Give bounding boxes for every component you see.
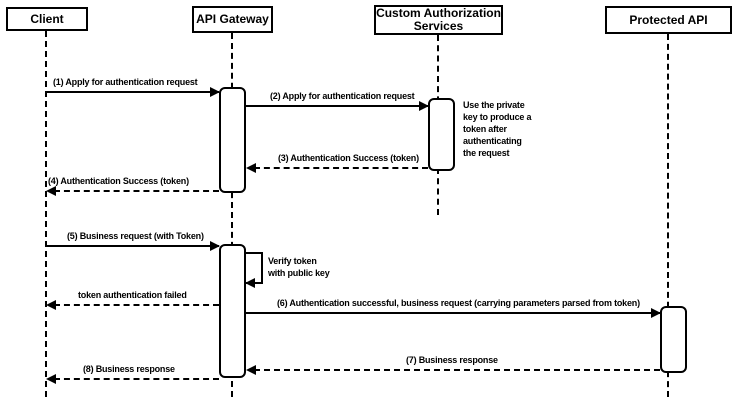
message-label: token authentication failed bbox=[78, 290, 187, 300]
lifeline-client bbox=[45, 31, 47, 397]
message-line bbox=[246, 312, 660, 314]
arrow-left-icon bbox=[246, 365, 256, 375]
message-line bbox=[54, 378, 219, 380]
arrow-left-icon bbox=[245, 278, 255, 288]
message-label: (2) Apply for authentication request bbox=[270, 91, 415, 101]
activation-protected-api bbox=[660, 306, 687, 373]
message-label: (4) Authentication Success (token) bbox=[48, 176, 189, 186]
message-label: (1) Apply for authentication request bbox=[53, 77, 198, 87]
activation-custom-authorization-services bbox=[428, 98, 455, 171]
message-label: Verify token with public key bbox=[268, 256, 330, 278]
message-line bbox=[54, 190, 219, 192]
arrow-left-icon bbox=[46, 186, 56, 196]
arrow-left-icon bbox=[246, 163, 256, 173]
message-label: (5) Business request (with Token) bbox=[67, 231, 204, 241]
note-private-key: Use the private key to produce a token a… bbox=[463, 100, 532, 158]
lifeline-protected-api bbox=[667, 34, 669, 397]
message-line bbox=[254, 167, 428, 169]
message-line bbox=[54, 304, 219, 306]
arrow-right-icon bbox=[651, 308, 661, 318]
message-line bbox=[254, 369, 660, 371]
message-label: (6) Authentication successful, business … bbox=[277, 298, 640, 308]
participant-custom-authorization-services: Custom Authorization Services bbox=[374, 5, 503, 35]
message-label: (7) Business response bbox=[406, 355, 498, 365]
arrow-left-icon bbox=[46, 374, 56, 384]
participant-protected-api: Protected API bbox=[605, 6, 732, 34]
message-label: (3) Authentication Success (token) bbox=[278, 153, 419, 163]
message-label: (8) Business response bbox=[83, 364, 175, 374]
participant-api-gateway: API Gateway bbox=[192, 6, 273, 33]
participant-client: Client bbox=[6, 7, 88, 31]
activation-api-gateway-business bbox=[219, 244, 246, 378]
arrow-right-icon bbox=[419, 101, 429, 111]
message-line bbox=[46, 245, 219, 247]
activation-api-gateway-auth bbox=[219, 87, 246, 193]
arrow-right-icon bbox=[210, 241, 220, 251]
lifeline-api-gateway bbox=[231, 33, 233, 397]
arrow-right-icon bbox=[210, 87, 220, 97]
arrow-left-icon bbox=[46, 300, 56, 310]
message-line bbox=[246, 105, 428, 107]
message-line bbox=[46, 91, 219, 93]
